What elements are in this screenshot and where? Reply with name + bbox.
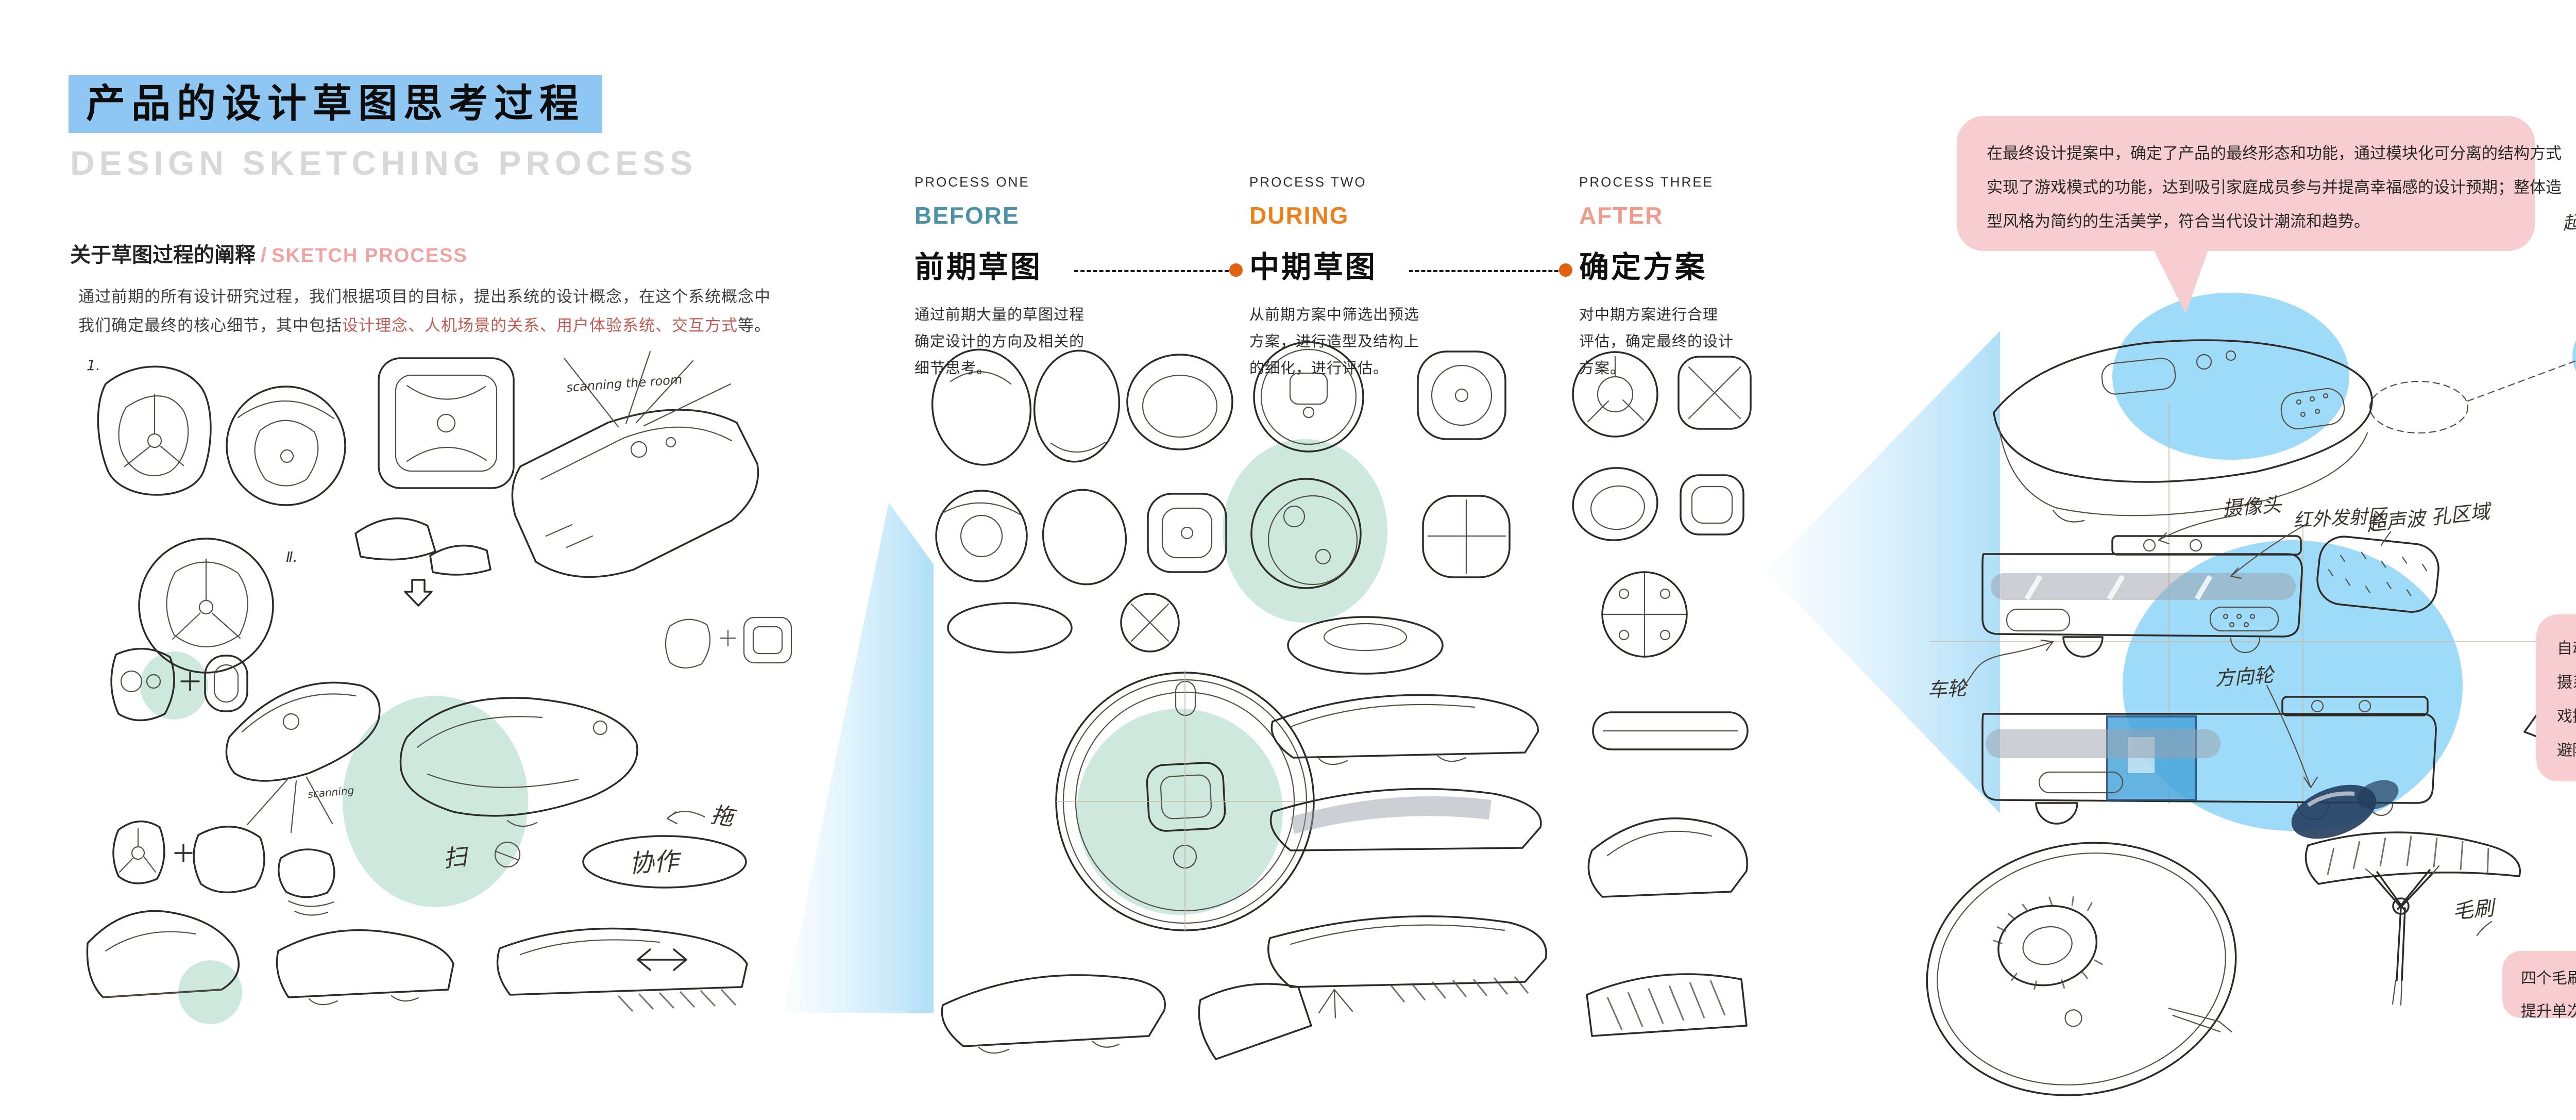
- process-stage: DURING: [1249, 202, 1349, 229]
- callout-final-proposal: 在最终设计提案中，确定了产品的最终形态和功能，通过模块化可分离的结构方式 实现了…: [1957, 116, 2562, 251]
- intro-heading-en: SKETCH PROCESS: [272, 245, 468, 266]
- process-step-before: PROCESS ONE BEFORE 前期草图 通过前期大量的草图过程 确定设计…: [914, 174, 1203, 382]
- intro-heading-cn: 关于草图过程的阐释: [70, 244, 256, 266]
- cooperate-note: 协作: [629, 847, 683, 878]
- left-sketch-collage: scanning 扫 协作 拖 1. Ⅱ. scanning: [86, 350, 792, 1012]
- steering-wheel-note: 方向轮: [2214, 663, 2277, 690]
- brush-note: 毛刷: [2452, 896, 2498, 924]
- mop-note: 拖: [709, 801, 738, 831]
- process-dot: [1559, 263, 1572, 277]
- process-title: 中期草图: [1249, 250, 1378, 284]
- callout-cruise: 自动巡航模式下避障需求较高拍 摄系统实时为产品提供信息；游 戏操作模式下有用户和…: [2536, 614, 2576, 781]
- process-title: 前期草图: [914, 250, 1043, 284]
- process-stage: BEFORE: [914, 202, 1020, 229]
- intro-line-2: 我们确定最终的核心细节，其中包括设计理念、人机场景的关系、用户体验系统、交互方式…: [78, 316, 771, 335]
- infrared-note: 红外发射区: [2293, 505, 2389, 531]
- process-description: 通过前期大量的草图过程 确定设计的方向及相关的 细节思考。: [914, 307, 1085, 377]
- middle-sketch-grid: [931, 341, 1752, 1060]
- teal-highlights: [140, 439, 1387, 1024]
- process-step-during: PROCESS TWO DURING 中期草图 从前期方案中筛选出预选 方案，进…: [1249, 174, 1538, 382]
- process-kicker: PROCESS ONE: [914, 174, 1030, 190]
- process-connector: [1074, 270, 1229, 272]
- cushion-note: 起到减震 已完成: [2562, 202, 2576, 234]
- intro-paragraph: 通过前期的所有设计研究过程，我们根据项目的目标，提出系统的设计概念，在这个系统概…: [78, 282, 771, 340]
- index-mark: Ⅱ.: [286, 548, 298, 565]
- intro-keywords: 设计理念、人机场景的关系、用户体验系统、交互方式: [342, 316, 738, 335]
- camera-note: 摄像头: [2222, 493, 2283, 520]
- process-dot: [1229, 263, 1243, 277]
- intro-line-1: 通过前期的所有设计研究过程，我们根据项目的目标，提出系统的设计概念，在这个系统概…: [78, 288, 771, 306]
- right-detail-sketches: 起到减震 已完成: [1926, 202, 2576, 1096]
- down-arrow-icon: [404, 579, 433, 607]
- process-kicker: PROCESS THREE: [1579, 174, 1714, 190]
- page-subtitle: DESIGN SKETCHING PROCESS: [70, 144, 698, 182]
- intro-heading: 关于草图过程的阐释/SKETCH PROCESS: [70, 238, 468, 268]
- process-stage: AFTER: [1579, 202, 1664, 229]
- transition-beam-right: [1766, 331, 2000, 813]
- intro-heading-divider: /: [261, 244, 267, 266]
- transition-beam-left: [783, 503, 934, 1013]
- process-connector: [1409, 270, 1558, 272]
- callout-brushes: 四个毛刷 两套清洁系统 提升单次清扫效果。: [2502, 951, 2576, 1020]
- process-title: 确定方案: [1579, 250, 1707, 284]
- process-step-after: PROCESS THREE AFTER 确定方案 对中期方案进行合理 评估，确定…: [1579, 174, 1868, 382]
- wheel-note: 车轮: [1927, 677, 1969, 701]
- process-description: 对中期方案进行合理 评估，确定最终的设计 方案。: [1579, 307, 1734, 377]
- process-kicker: PROCESS TWO: [1249, 174, 1367, 190]
- page-title: 产品的设计草图思考过程: [69, 75, 602, 133]
- blue-highlights: [2112, 293, 2576, 831]
- process-description: 从前期方案中筛选出预选 方案，进行造型及结构上 的细化，进行评估。: [1249, 307, 1420, 377]
- index-mark: 1.: [87, 357, 100, 374]
- swap-arrow-icon: [637, 948, 687, 971]
